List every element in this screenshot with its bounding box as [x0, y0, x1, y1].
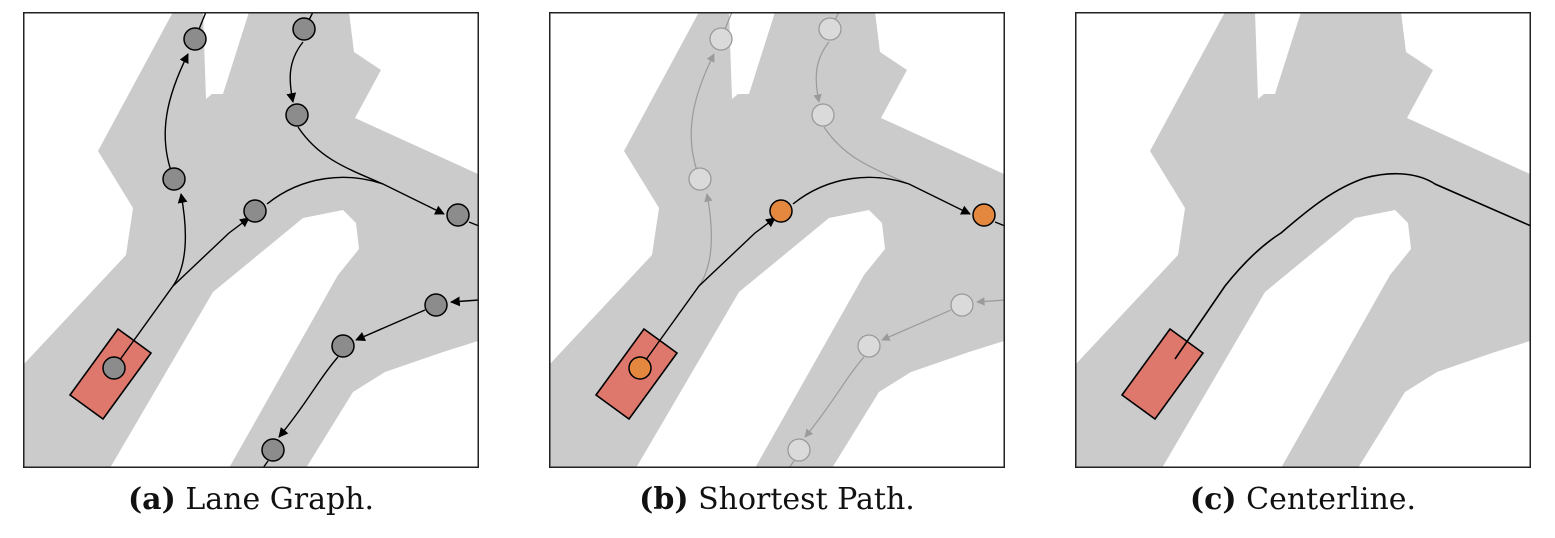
- path-node: [628, 356, 652, 380]
- shortest-path-panel: [549, 12, 1005, 468]
- faded-edge: [976, 297, 1005, 306]
- faded-edge: [881, 309, 952, 341]
- centerline-path: [1174, 172, 1531, 360]
- lane-edge: [468, 221, 479, 227]
- lane-edge: [355, 309, 426, 341]
- faded-node: [950, 293, 974, 317]
- lane-graph-panel: [23, 12, 479, 468]
- caption-text: Centerline.: [1246, 482, 1417, 517]
- faded-edge: [698, 193, 713, 287]
- path-node: [972, 203, 996, 227]
- faded-edge: [813, 41, 830, 103]
- lane-edge: [450, 296, 479, 307]
- centerline-map: [1075, 12, 1531, 468]
- faded-edge: [690, 53, 715, 180]
- faded-node: [818, 17, 842, 41]
- lane-node: [243, 199, 267, 223]
- lane-node: [285, 103, 309, 127]
- caption-text: Lane Graph.: [185, 482, 375, 517]
- panel-frame: [23, 12, 479, 468]
- panel-frame: [549, 12, 1005, 468]
- lane-edge: [113, 217, 250, 369]
- caption-centerline: (c) Centerline.: [1075, 482, 1531, 517]
- caption-lane-graph: (a) Lane Graph.: [23, 482, 479, 517]
- faded-node: [688, 167, 712, 191]
- lane-graph-map: [23, 12, 479, 468]
- faded-edge: [804, 356, 865, 438]
- lane-node: [102, 356, 126, 380]
- lane-edge: [164, 53, 189, 180]
- path-node: [769, 199, 793, 223]
- lane-node: [446, 203, 470, 227]
- caption-text: Shortest Path.: [698, 482, 915, 517]
- faded-edge: [823, 126, 910, 185]
- lane-node: [331, 334, 355, 358]
- lane-node: [292, 17, 316, 41]
- caption-tag: (b): [639, 482, 689, 517]
- faded-node: [787, 438, 811, 462]
- panel-frame: [1075, 12, 1531, 468]
- caption-shortest-path: (b) Shortest Path.: [549, 482, 1005, 517]
- lane-node: [183, 27, 207, 51]
- path-edge: [792, 176, 971, 215]
- faded-node: [857, 334, 881, 358]
- caption-tag: (c): [1189, 482, 1237, 517]
- lane-node: [424, 293, 448, 317]
- centerline-panel: [1075, 12, 1531, 468]
- lane-edge: [286, 41, 304, 103]
- shortest-path-map: [549, 12, 1005, 468]
- faded-node: [811, 103, 835, 127]
- path-edge: [639, 217, 776, 369]
- faded-node: [709, 27, 733, 51]
- lane-edge: [278, 356, 339, 438]
- lane-edge: [172, 193, 188, 287]
- path-edge: [994, 221, 1005, 227]
- lane-edge: [297, 126, 384, 185]
- lane-node: [162, 167, 186, 191]
- lane-node: [261, 438, 285, 462]
- caption-tag: (a): [127, 482, 176, 517]
